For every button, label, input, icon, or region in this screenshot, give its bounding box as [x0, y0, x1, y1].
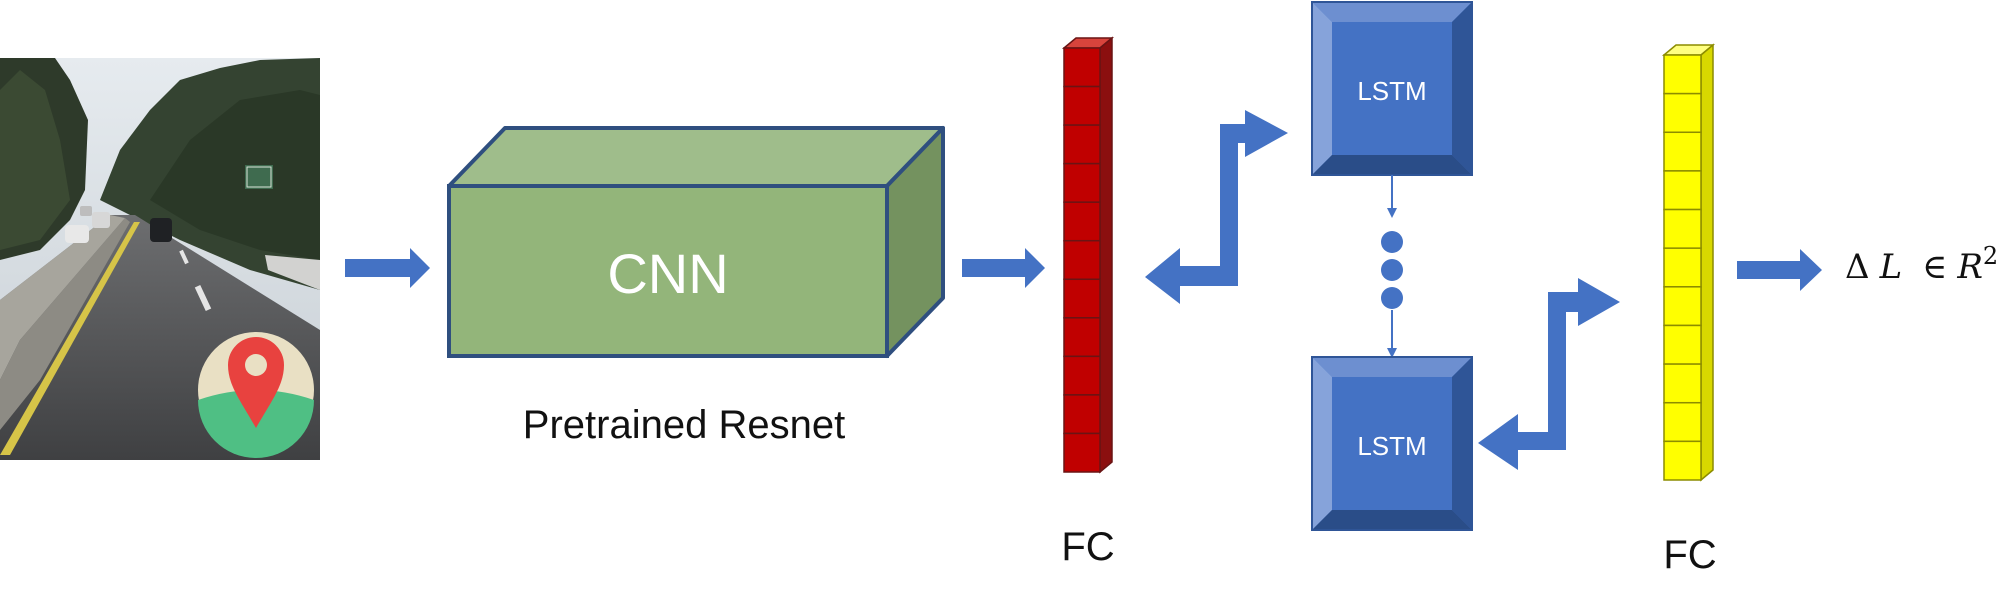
fc-cell	[1063, 239, 1101, 281]
fc1-cells	[1063, 47, 1101, 473]
fc-cell	[1063, 124, 1101, 165]
arrow-input-to-cnn	[345, 248, 430, 288]
lstm-bottom: LSTM	[1311, 356, 1473, 531]
fc-cell	[1663, 324, 1702, 365]
lstm-bottom-label: LSTM	[1357, 431, 1426, 461]
fc-cell	[1663, 131, 1702, 172]
lstm-top-label: LSTM	[1357, 76, 1426, 106]
fc-cell	[1063, 317, 1101, 358]
fc-cell	[1663, 54, 1702, 95]
output-in: ∈	[1922, 247, 1947, 287]
output-set: R	[1956, 247, 1983, 287]
fc-cell	[1663, 363, 1702, 404]
arrow-fc2-to-output	[1737, 249, 1822, 291]
fc-cell	[1063, 394, 1101, 435]
arrow-fc1-lstm-top	[1145, 110, 1288, 304]
fc-cell	[1663, 92, 1702, 134]
fc-cell	[1663, 440, 1702, 481]
arrow-lstm-bottom-fc2	[1478, 278, 1620, 470]
fc2-label: FC	[1663, 533, 1716, 577]
lstm-top: LSTM	[1311, 1, 1473, 176]
fc1-label: FC	[1061, 525, 1114, 569]
fc-layer-1	[1061, 36, 1115, 474]
fc-cell	[1063, 85, 1101, 126]
fc-cell	[1663, 247, 1702, 288]
fc-cell	[1663, 401, 1702, 443]
fc-cell	[1063, 201, 1101, 242]
fc-cell	[1663, 208, 1702, 249]
input-road-image	[0, 58, 320, 460]
fc-cell	[1063, 432, 1101, 473]
ellipsis-dot	[1381, 287, 1403, 309]
output-var: L	[1879, 247, 1903, 287]
fc2-cells	[1663, 54, 1702, 481]
ellipsis-dot	[1381, 231, 1403, 253]
fc-cell	[1063, 278, 1101, 319]
fc-cell	[1663, 170, 1702, 211]
cnn-block: CNN	[447, 126, 945, 358]
map-pin-icon	[198, 332, 314, 458]
fc-cell	[1063, 47, 1101, 88]
cnn-caption: Pretrained Resnet	[523, 403, 845, 447]
output-delta: Δ	[1845, 247, 1870, 287]
svg-text:ΔL∈R2: ΔL ∈R2	[1845, 242, 1998, 287]
ellipsis-dot	[1381, 259, 1403, 281]
fc-cell	[1063, 355, 1101, 396]
cnn-label: CNN	[607, 242, 728, 305]
output-exp: 2	[1983, 242, 1998, 270]
fc-cell	[1063, 162, 1101, 203]
ellipsis-dots	[1381, 231, 1403, 309]
arrow-cnn-to-fc	[962, 248, 1045, 288]
fc-cell	[1663, 286, 1702, 327]
lstm-connector	[1387, 175, 1397, 358]
fc-layer-2	[1661, 43, 1716, 482]
